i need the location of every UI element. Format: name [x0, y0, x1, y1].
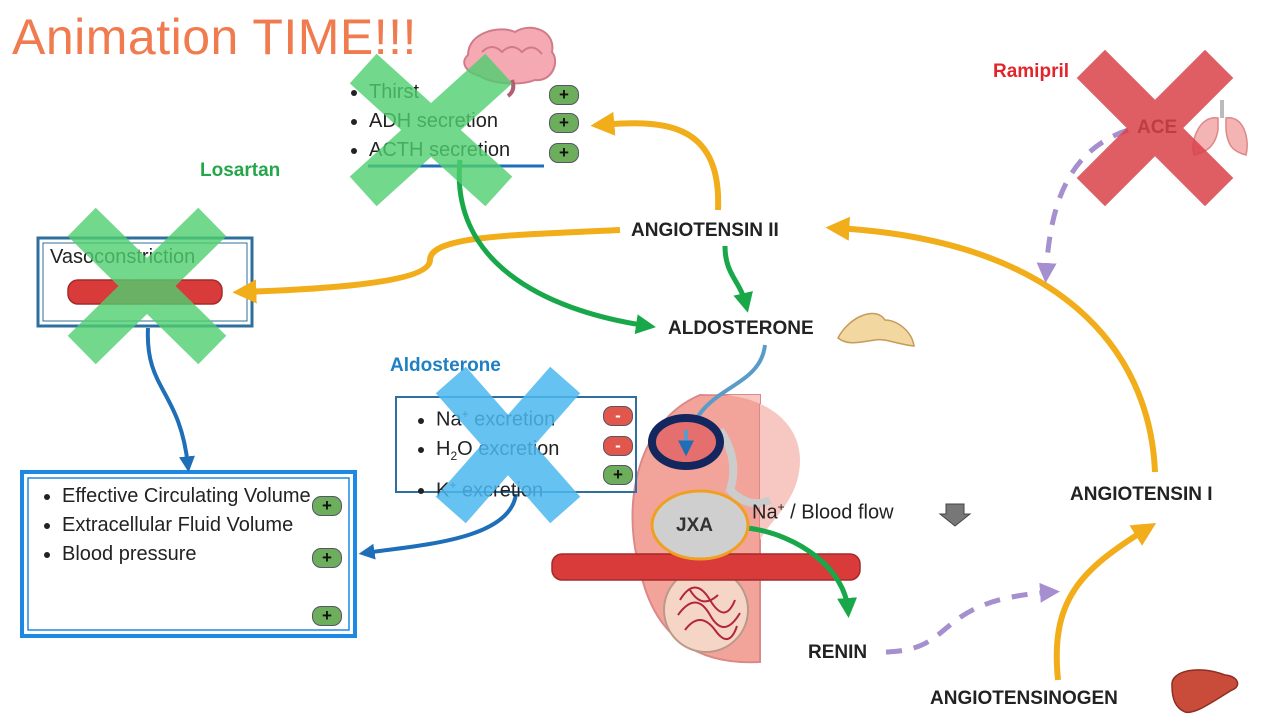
node-angiotensin-ii: ANGIOTENSIN II [631, 220, 779, 241]
arrow-jxa-to-renin [747, 525, 858, 618]
sign-badge: + [312, 548, 342, 568]
arrow-renin-dashed [885, 582, 1060, 655]
sign-badge: + [312, 496, 342, 516]
down-arrow-icon [938, 503, 972, 527]
sign-badge: - [603, 436, 633, 456]
liver-icon [1171, 669, 1239, 714]
arrow-angiotensinogen-to-angI [1053, 522, 1157, 681]
node-jxa: JXA [676, 515, 713, 536]
sign-badge: + [312, 606, 342, 626]
cross-brain [349, 53, 513, 207]
arrow-angII-to-aldosterone [722, 245, 753, 313]
volume-effects-box-inner [27, 477, 350, 631]
na-blood-flow-label: Na+ / Blood flow [752, 500, 894, 524]
arrow-vaso-to-volume [145, 327, 195, 473]
drug-aldosterone-blocker: Aldosterone [390, 355, 501, 376]
node-angiotensinogen: ANGIOTENSINOGEN [930, 688, 1118, 709]
volume-effect-item: Blood pressure [62, 540, 312, 569]
volume-effects-list: Effective Circulating Volume Extracellul… [36, 482, 312, 569]
arrow-kidney-to-volume [358, 493, 518, 560]
adrenal-gland-icon [837, 312, 915, 347]
volume-effect-item: Effective Circulating Volume [62, 482, 312, 511]
cross-vaso [67, 207, 227, 365]
drug-ramipril: Ramipril [993, 61, 1070, 82]
sign-badge: + [603, 465, 633, 485]
volume-effect-item: Extracellular Fluid Volume [62, 511, 312, 540]
jxa-ellipse [650, 489, 750, 561]
kidney-effects-box [395, 396, 637, 493]
node-angiotensin-i: ANGIOTENSIN I [1070, 484, 1213, 505]
sign-badge: - [603, 406, 633, 426]
arrow-angII-to-brain [590, 111, 722, 211]
arrow-angII-to-vaso [232, 227, 621, 304]
sign-badge: + [549, 143, 579, 163]
cross-kidney [435, 366, 581, 524]
cross-ace [1076, 49, 1234, 207]
arrow-ace-dashed [1036, 127, 1129, 283]
sign-badge: + [549, 113, 579, 133]
sign-badge: + [549, 85, 579, 105]
arrow-brain-to-aldosterone [456, 159, 656, 335]
node-aldosterone: ALDOSTERONE [668, 318, 814, 339]
node-renin: RENIN [808, 642, 868, 663]
arrow-angI-to-angII [825, 216, 1158, 473]
slide-title: Animation TIME!!! [12, 9, 417, 65]
drug-losartan: Losartan [200, 160, 281, 181]
